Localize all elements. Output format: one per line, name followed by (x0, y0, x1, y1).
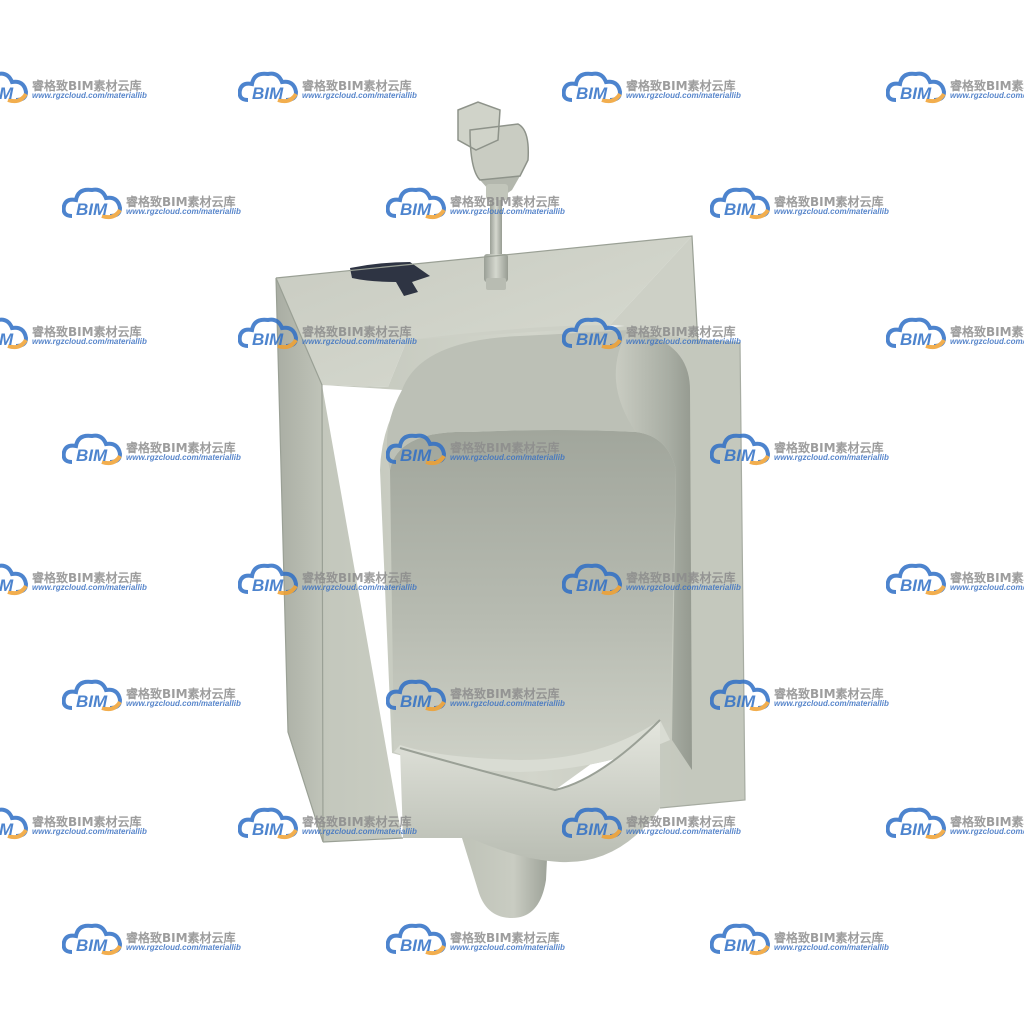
valve-joint (486, 184, 508, 200)
drain-stem (462, 838, 548, 918)
flush-valve (457, 101, 530, 290)
bowl-floor (394, 720, 670, 772)
valve-collar (484, 254, 508, 282)
right-pillar (684, 338, 745, 806)
valve-supply-pipe (490, 196, 502, 258)
lip-edge (399, 719, 661, 792)
bowl-back (390, 430, 676, 772)
valve-spud (486, 278, 506, 290)
bowl-hood (386, 330, 636, 470)
top-front-band (407, 236, 698, 344)
bowl-inner-side (615, 330, 692, 770)
valve-cap (458, 102, 500, 150)
valve-shadow (350, 262, 430, 296)
